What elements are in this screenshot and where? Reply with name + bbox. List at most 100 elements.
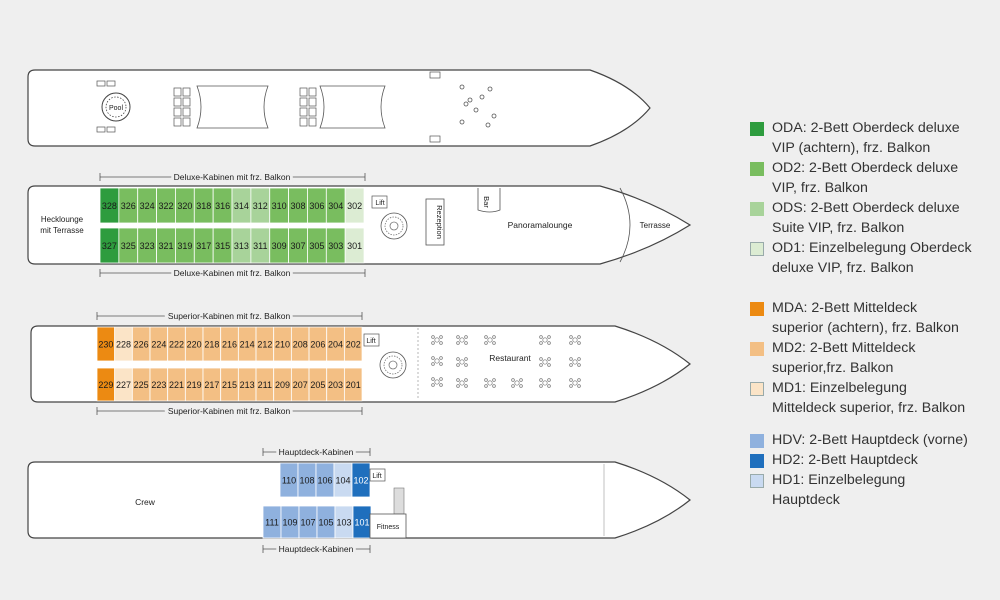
table-mark [484,384,488,388]
table-mark [464,341,468,345]
cabin-number: 212 [257,340,272,350]
table-mark [431,383,435,387]
cabin-301[interactable] [344,227,365,264]
aft-lounge-label-1: Hecklounge [41,215,84,224]
cabin-number: 211 [258,380,272,390]
table-mark [542,359,548,365]
cabin-number: 210 [275,340,290,350]
table-mark [569,357,573,361]
table-mark [456,363,460,367]
legend-swatch [750,434,764,448]
table-mark [577,357,581,361]
cabin-201[interactable] [343,367,363,402]
crew-label: Crew [135,497,156,507]
legend-line-1: MDA: 2-Bett Mitteldeck [772,300,918,316]
cabin-number: 103 [336,518,351,528]
table-mark [539,378,543,382]
cabin-number: 216 [222,340,237,350]
cabin-number: 318 [196,201,211,211]
table-mark [569,341,573,345]
legend-line-2: VIP (achtern), frz. Balkon [772,140,931,156]
table-mark [464,378,468,382]
hauptdeck-top-caption: Hauptdeck-Kabinen [279,447,354,457]
bar-label: Bar [482,196,491,208]
legend-line-1: OD1: Einzelbelegung Oberdeck [772,240,972,256]
cabin-number: 223 [151,380,166,390]
cabin-number: 221 [169,380,184,390]
table-mark [572,337,578,343]
table-mark [569,363,573,367]
table-mark [487,337,493,343]
table-mark [577,335,581,339]
cabin-302[interactable] [344,187,365,224]
cabin-number: 311 [253,241,267,251]
reception-desk [425,198,445,246]
cabin-number: 307 [291,241,306,251]
cabin-number: 328 [102,201,117,211]
legend-swatch [750,162,764,176]
table-mark [511,384,515,388]
table-mark [547,363,551,367]
lift-label-oberdeck: Lift [375,200,384,207]
table-mark [577,363,581,367]
cabin-number: 215 [222,380,237,390]
legend-line-1: MD1: Einzelbelegung [772,380,907,396]
table-mark [431,341,435,345]
cabin-number: 310 [272,201,287,211]
table-mark [547,335,551,339]
table-mark [569,384,573,388]
cabin-number: 226 [134,340,149,350]
cabin-number: 227 [116,380,131,390]
legend-swatch [750,122,764,136]
cabin-number: 325 [121,241,136,251]
terrace-label: Terrasse [640,221,671,230]
table-mark [519,384,523,388]
table-mark [464,384,468,388]
legend-line-2: superior,frz. Balkon [772,360,894,376]
legend-line-2: Suite VIP, frz. Balkon [772,220,905,236]
table-mark [572,380,578,386]
cabin-number: 101 [354,518,369,528]
legend-line-1: MD2: 2-Bett Mitteldeck [772,340,916,356]
cabin-202[interactable] [343,326,363,362]
table-mark [542,380,548,386]
fitness-label: Fitness [377,524,400,531]
lounge-seating [459,84,497,128]
table-mark [511,378,515,382]
hauptdeck-hull [27,461,691,539]
cabin-number: 319 [177,241,192,251]
legend-line-1: HD2: 2-Bett Hauptdeck [772,452,918,468]
staircase-oberdeck [380,212,408,240]
table-mark [492,335,496,339]
cabin-number: 315 [215,241,230,251]
table-mark [434,337,440,343]
table-mark [519,378,523,382]
table-mark [431,377,435,381]
cabin-number: 111 [265,518,279,528]
cabin-number: 317 [196,241,211,251]
table-mark [464,335,468,339]
cabin-number: 109 [282,518,297,528]
table-mark [459,359,465,365]
table-mark [572,359,578,365]
legend-label: MD2: 2-Bett Mitteldeck superior,frz. Balk… [772,338,997,378]
legend-line-2: VIP, frz. Balkon [772,180,868,196]
cabin-number: 306 [309,201,324,211]
cabin-number: 203 [328,380,343,390]
cabin-number: 107 [300,518,315,528]
table-mark [539,341,543,345]
table-mark [484,341,488,345]
table-mark [577,341,581,345]
table-mark [459,380,465,386]
cabin-number: 308 [291,201,306,211]
table-mark [539,363,543,367]
legend-swatch [750,454,764,468]
table-mark [439,335,443,339]
cabin-number: 222 [169,340,184,350]
table-mark [456,335,460,339]
